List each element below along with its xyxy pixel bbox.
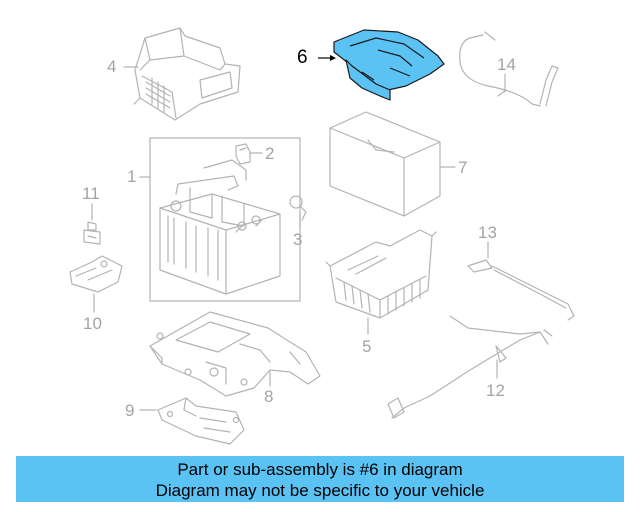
part-12-wiring-harness bbox=[387, 315, 553, 419]
part-7-battery-cover bbox=[329, 111, 441, 217]
callout-5: 5 bbox=[362, 337, 372, 356]
callout-2: 2 bbox=[265, 144, 275, 163]
callout-11: 11 bbox=[82, 184, 100, 203]
callout-12: 12 bbox=[486, 381, 505, 400]
callout-3: 3 bbox=[293, 230, 303, 249]
callout-8: 8 bbox=[264, 387, 274, 406]
callout-13: 13 bbox=[478, 223, 497, 242]
banner-line-1: Part or sub-assembly is #6 in diagram bbox=[177, 460, 463, 479]
callout-1: 1 bbox=[127, 167, 137, 186]
part-14-ground-cable bbox=[459, 31, 559, 107]
part-6-cover-highlighted bbox=[333, 29, 445, 101]
part-4-heat-shield bbox=[133, 27, 241, 121]
part-13-positive-cable bbox=[467, 259, 575, 321]
part-11-bolt bbox=[83, 221, 101, 245]
part-1-battery bbox=[159, 159, 281, 295]
part-9-mounting-bracket bbox=[157, 397, 245, 445]
leader-6-arrow bbox=[330, 55, 336, 61]
part-8-base-plate bbox=[149, 311, 321, 397]
callout-4: 4 bbox=[107, 57, 117, 76]
info-banner: Part or sub-assembly is #6 in diagram Di… bbox=[16, 456, 624, 502]
part-3-plug bbox=[289, 195, 307, 221]
banner-line-2: Diagram may not be specific to your vehi… bbox=[155, 481, 485, 500]
parts-diagram bbox=[69, 27, 575, 445]
part-10-bracket bbox=[69, 255, 123, 293]
callout-9: 9 bbox=[125, 401, 135, 420]
part-2-vent-plug bbox=[235, 143, 251, 165]
callout-14: 14 bbox=[497, 55, 516, 74]
callout-6: 6 bbox=[297, 47, 308, 68]
callout-7: 7 bbox=[458, 158, 468, 177]
part-5-battery-tray bbox=[325, 229, 437, 319]
callout-10: 10 bbox=[83, 314, 102, 333]
